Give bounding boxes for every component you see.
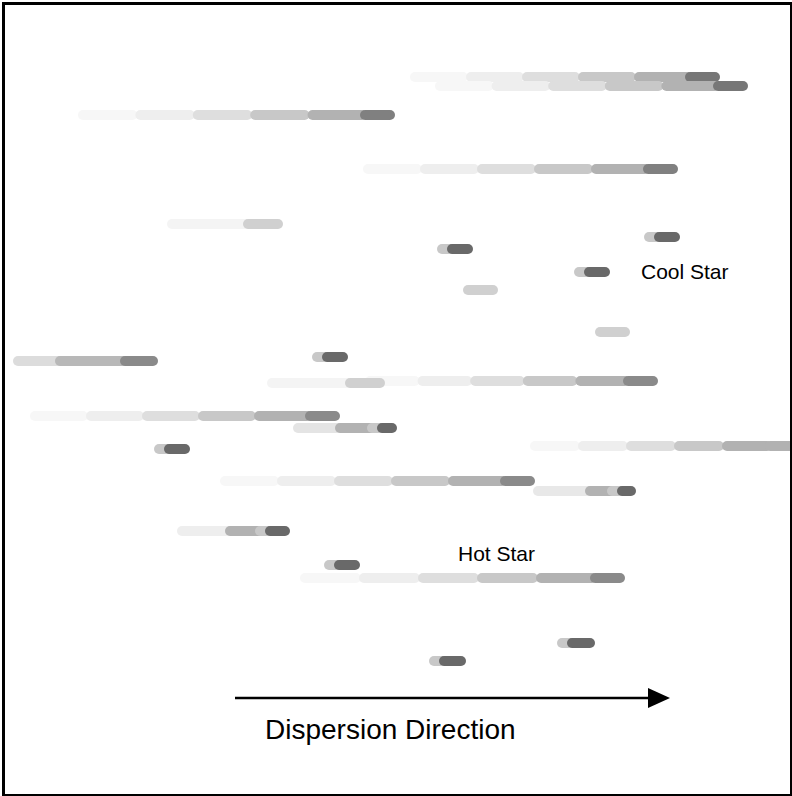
spectrum-segment bbox=[83, 110, 132, 120]
spectrum-segment bbox=[572, 638, 590, 648]
spectrum-segment bbox=[310, 411, 335, 421]
spectrum-segment bbox=[182, 526, 230, 536]
spectrum-segment bbox=[270, 526, 285, 536]
spectrum-segment bbox=[91, 411, 139, 421]
spectrum-segment bbox=[718, 81, 743, 91]
spectrum-segment bbox=[423, 573, 474, 583]
spectrum-segment bbox=[382, 423, 392, 433]
spectrum-segment bbox=[610, 81, 659, 91]
spectrum-segment bbox=[203, 411, 251, 421]
spectrum-segment bbox=[444, 656, 461, 666]
spectrum-segment bbox=[505, 476, 530, 486]
spectrum-segment bbox=[583, 441, 623, 451]
spectrum-segment bbox=[282, 476, 331, 486]
spectrum-segment bbox=[327, 352, 343, 362]
spectrum-segment bbox=[453, 476, 502, 486]
spectrum-segment bbox=[622, 486, 631, 496]
spectrum-segment bbox=[364, 573, 415, 583]
axis-label: Dispersion Direction bbox=[265, 716, 516, 744]
spectrum-segment bbox=[259, 411, 307, 421]
spectrum-segment bbox=[415, 72, 463, 82]
spectrum-segment bbox=[475, 376, 520, 386]
spectrum-segment bbox=[140, 110, 189, 120]
spectrum-segment bbox=[690, 72, 715, 82]
spectrum-segment bbox=[169, 444, 185, 454]
spectrum-segment bbox=[225, 476, 274, 486]
arrow-head bbox=[648, 688, 670, 708]
spectra-group bbox=[18, 77, 792, 661]
spectrum-segment bbox=[596, 164, 645, 174]
spectrum-segment bbox=[125, 356, 153, 366]
spectrum-segment bbox=[497, 81, 546, 91]
spectrum-segment bbox=[255, 110, 304, 120]
spectrum-segment bbox=[580, 376, 625, 386]
spectrum-segment bbox=[18, 356, 60, 366]
spectrum-segment bbox=[471, 72, 519, 82]
spectrum-segment bbox=[298, 423, 340, 433]
spectrum-segment bbox=[248, 219, 278, 229]
spectrum-segment bbox=[538, 486, 590, 496]
spectrum-segment bbox=[60, 356, 125, 366]
spectrum-segment bbox=[423, 376, 468, 386]
spectrum-segment bbox=[639, 72, 687, 82]
spectrum-segment bbox=[35, 411, 83, 421]
spectrum-segment bbox=[339, 560, 355, 570]
spectrum-segment bbox=[583, 72, 631, 82]
spectrum-segment bbox=[727, 441, 767, 451]
spectrum-segment bbox=[589, 267, 605, 277]
star-label: Cool Star bbox=[641, 261, 729, 282]
spectrum-segment bbox=[482, 164, 531, 174]
spectrum-segment bbox=[198, 110, 247, 120]
spectrum-segment bbox=[539, 164, 588, 174]
spectrum-segment bbox=[600, 327, 625, 337]
dispersion-arrow bbox=[235, 697, 652, 700]
spectrum-segment bbox=[305, 573, 356, 583]
spectrum-segment bbox=[339, 476, 388, 486]
spectrum-segment bbox=[468, 285, 493, 295]
spectrum-segment bbox=[679, 441, 719, 451]
spectrum-segment bbox=[396, 476, 445, 486]
spectrum-segment bbox=[527, 72, 575, 82]
spectrum-segment bbox=[313, 110, 362, 120]
spectrum-segment bbox=[631, 441, 671, 451]
spectrum-segment bbox=[440, 81, 489, 91]
spectrum-segment bbox=[535, 441, 575, 451]
spectrum-segment bbox=[528, 376, 573, 386]
spectrum-segment bbox=[172, 219, 248, 229]
spectrum-segment bbox=[666, 81, 715, 91]
spectrum-segment bbox=[628, 376, 653, 386]
spectrum-segment bbox=[272, 378, 350, 388]
spectrum-segment bbox=[595, 573, 620, 583]
spectrum-segment bbox=[770, 441, 792, 451]
star-label: Hot Star bbox=[458, 543, 535, 564]
spectrum-segment bbox=[482, 573, 533, 583]
spectrum-segment bbox=[147, 411, 195, 421]
spectrum-segment bbox=[350, 378, 380, 388]
spectrum-segment bbox=[541, 573, 592, 583]
spectrum-segment bbox=[659, 232, 675, 242]
spectrum-segment bbox=[365, 110, 390, 120]
spectrum-segment bbox=[553, 81, 602, 91]
spectrum-segment bbox=[648, 164, 673, 174]
spectrum-segment bbox=[425, 164, 474, 174]
spectrum-segment bbox=[368, 164, 417, 174]
spectrum-segment bbox=[452, 244, 468, 254]
